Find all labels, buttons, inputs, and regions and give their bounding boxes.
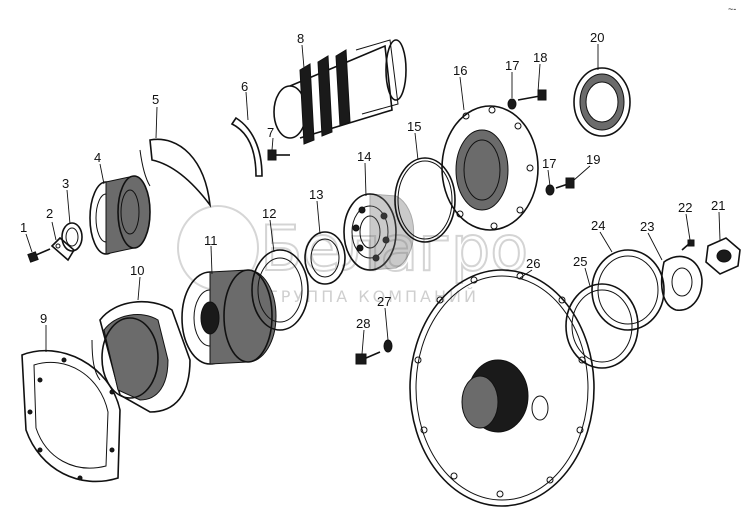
- part-19-bolt: [555, 177, 575, 189]
- part-2-label: 2: [46, 206, 53, 221]
- part-26-label: 26: [526, 256, 540, 271]
- part-5-label: 5: [152, 92, 159, 107]
- part-13-label: 13: [309, 187, 323, 202]
- leader-lines: [25, 44, 721, 355]
- part-9-gasket: [21, 349, 121, 483]
- watermark-subtitle: ГРУППА КОМПАНИЙ: [268, 287, 479, 306]
- part-17b-label: 17: [542, 156, 556, 171]
- part-11-roller-bearing: [181, 269, 277, 365]
- part-8-splined-shaft: [273, 39, 407, 145]
- part-25-label: 25: [573, 254, 587, 269]
- part-16-label: 16: [453, 63, 467, 78]
- part-17a-washer: [507, 98, 517, 110]
- part-7-bolt: [267, 149, 290, 161]
- part-10-gear-housing: [91, 300, 191, 413]
- part-27-label: 27: [377, 294, 391, 309]
- part-22-label: 22: [678, 200, 692, 215]
- part-19-label: 19: [586, 152, 600, 167]
- part-1-label: 1: [20, 220, 27, 235]
- part-24-label: 24: [591, 218, 605, 233]
- part-23-label: 23: [640, 219, 654, 234]
- part-20-label: 20: [590, 30, 604, 45]
- part-11-label: 11: [204, 233, 218, 248]
- part-15-label: 15: [407, 119, 421, 134]
- part-22-bolt: [681, 239, 695, 251]
- part-4-bearing: [89, 175, 151, 255]
- part-12-spacer-ring: [251, 249, 309, 331]
- part-3-label: 3: [62, 176, 69, 191]
- part-5-snap-ring: [139, 138, 212, 208]
- part-labels: 1 2 3 4 5 6 7 8 9 10 11 12 13 14 15 16 1…: [20, 30, 725, 331]
- part-28-bolt: [355, 351, 381, 365]
- part-14-label: 14: [357, 149, 371, 164]
- part-18-bolt: [517, 89, 547, 101]
- part-15-o-ring: [394, 157, 456, 243]
- part-21-nut: [705, 237, 741, 275]
- part-3-washer: [61, 222, 83, 252]
- part-7-label: 7: [267, 125, 274, 140]
- part-12-label: 12: [262, 206, 276, 221]
- part-14-ball-bearing: [343, 193, 415, 271]
- part-17a-label: 17: [505, 58, 519, 73]
- part-21-label: 21: [711, 198, 725, 213]
- part-17b-washer: [545, 184, 555, 196]
- part-10-label: 10: [130, 263, 144, 278]
- part-16-bearing-cover: [441, 105, 539, 231]
- part-27-washer: [383, 339, 393, 353]
- part-20-seal: [573, 67, 631, 137]
- corner-mark: ~-: [728, 4, 736, 14]
- part-23-lock-washer: [660, 255, 703, 311]
- part-28-label: 28: [356, 316, 370, 331]
- part-4-label: 4: [94, 150, 101, 165]
- watermark: Белагро ГРУППА КОМПАНИЙ: [177, 205, 529, 306]
- part-25-disc: [565, 283, 639, 369]
- part-6-label: 6: [241, 79, 248, 94]
- part-1-bolt: [27, 248, 51, 263]
- part-9-label: 9: [40, 311, 47, 326]
- part-6-lock-strip: [230, 116, 263, 177]
- part-18-label: 18: [533, 50, 547, 65]
- part-26-flange-disc: [409, 269, 595, 507]
- part-8-label: 8: [297, 31, 304, 46]
- part-13-ring: [304, 231, 346, 285]
